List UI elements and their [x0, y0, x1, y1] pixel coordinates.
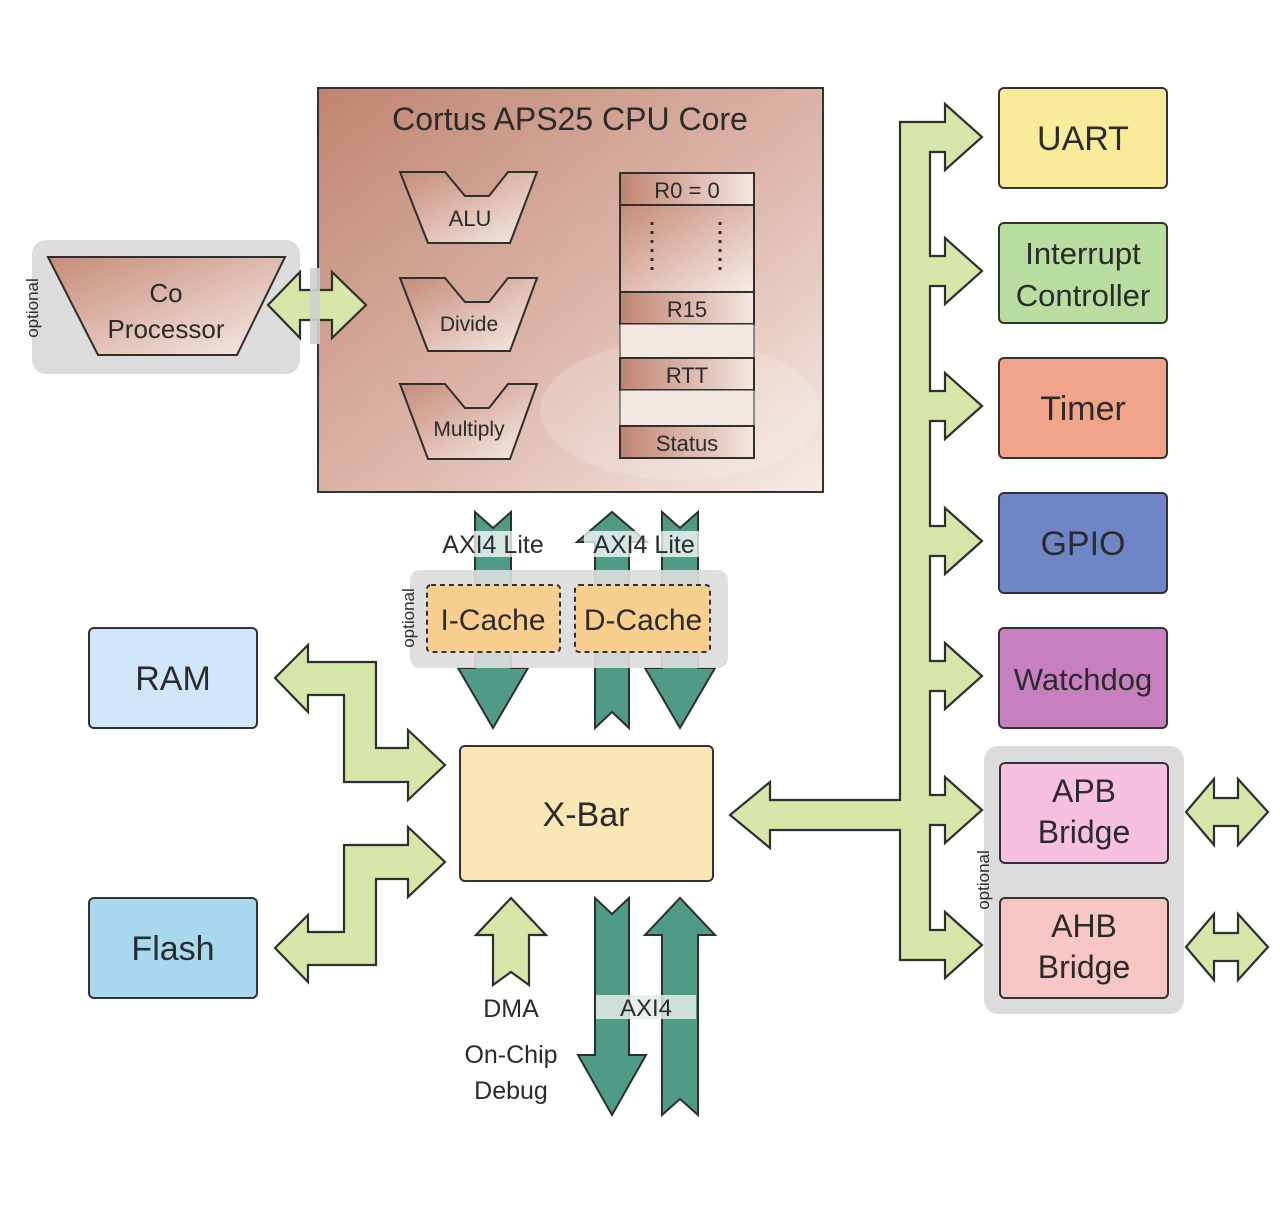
interrupt-label-line2: Controller [1016, 278, 1150, 313]
axi4lite-right-label: AXI4 Lite [593, 531, 694, 559]
alu-label: ALU [449, 206, 492, 231]
ahb-external-arrow [1184, 911, 1270, 983]
timer-label: Timer [1040, 390, 1126, 428]
coprocessor-optional-tag: optional [23, 278, 42, 338]
multiply-unit: Multiply [398, 383, 539, 460]
apb-bridge-line2: Bridge [1038, 814, 1131, 850]
multiply-label: Multiply [433, 418, 505, 441]
dma-arrow [473, 896, 549, 988]
flash-xbar-arrow [273, 824, 447, 985]
ahb-bridge-line1: AHB [1051, 908, 1117, 944]
flash-label: Flash [131, 930, 214, 968]
dcache-label: D-Cache [584, 604, 702, 637]
bridge-optional-tag: optional [974, 850, 993, 910]
ram-xbar-arrow [273, 642, 447, 803]
interrupt-controller-block: Interrupt Controller [998, 222, 1168, 324]
reg-r0: R0 = 0 [654, 178, 719, 203]
apb-bridge-line1: APB [1052, 773, 1116, 809]
timer-block: Timer [998, 357, 1168, 459]
reg-r15: R15 [667, 297, 707, 322]
gpio-block: GPIO [998, 492, 1168, 594]
xbar-label: X-Bar [543, 796, 630, 834]
ram-block: RAM [88, 627, 258, 729]
coprocessor-group: Co Processor optional [23, 240, 368, 374]
divide-unit: Divide [398, 277, 539, 352]
watchdog-label: Watchdog [1014, 662, 1152, 697]
uart-block: UART [998, 87, 1168, 189]
dma-label: DMA [483, 995, 539, 1023]
reg-rtt: RTT [666, 363, 708, 388]
icache-label: I-Cache [440, 604, 545, 637]
cpu-core: Cortus APS25 CPU Core ALU Divide Multipl… [317, 87, 824, 493]
debug-line2: Debug [474, 1077, 548, 1105]
debug-line1: On-Chip [464, 1041, 557, 1069]
divide-label: Divide [440, 313, 498, 336]
peripheral-bus [728, 101, 984, 981]
interrupt-label-line1: Interrupt [1025, 236, 1141, 271]
bridge-group: APB Bridge AHB Bridge optional [974, 746, 1184, 1014]
alu-unit: ALU [398, 171, 539, 244]
flash-block: Flash [88, 897, 258, 999]
cache-group: I-Cache D-Cache optional [399, 570, 728, 668]
ahb-bridge-line2: Bridge [1038, 949, 1131, 985]
axi4-label: AXI4 [620, 995, 672, 1022]
cache-optional-tag: optional [399, 588, 418, 648]
register-file [619, 172, 755, 459]
watchdog-block: Watchdog [998, 627, 1168, 729]
coprocessor-line2: Processor [107, 314, 224, 344]
uart-label: UART [1037, 120, 1129, 158]
core-title: Cortus APS25 CPU Core [392, 101, 748, 137]
axi4lite-left-label: AXI4 Lite [442, 531, 543, 559]
apb-external-arrow [1184, 776, 1270, 848]
xbar-block: X-Bar [459, 745, 714, 882]
ram-label: RAM [135, 660, 211, 698]
reg-status: Status [656, 431, 718, 456]
coprocessor-line1: Co [149, 278, 182, 308]
gpio-label: GPIO [1040, 525, 1125, 563]
